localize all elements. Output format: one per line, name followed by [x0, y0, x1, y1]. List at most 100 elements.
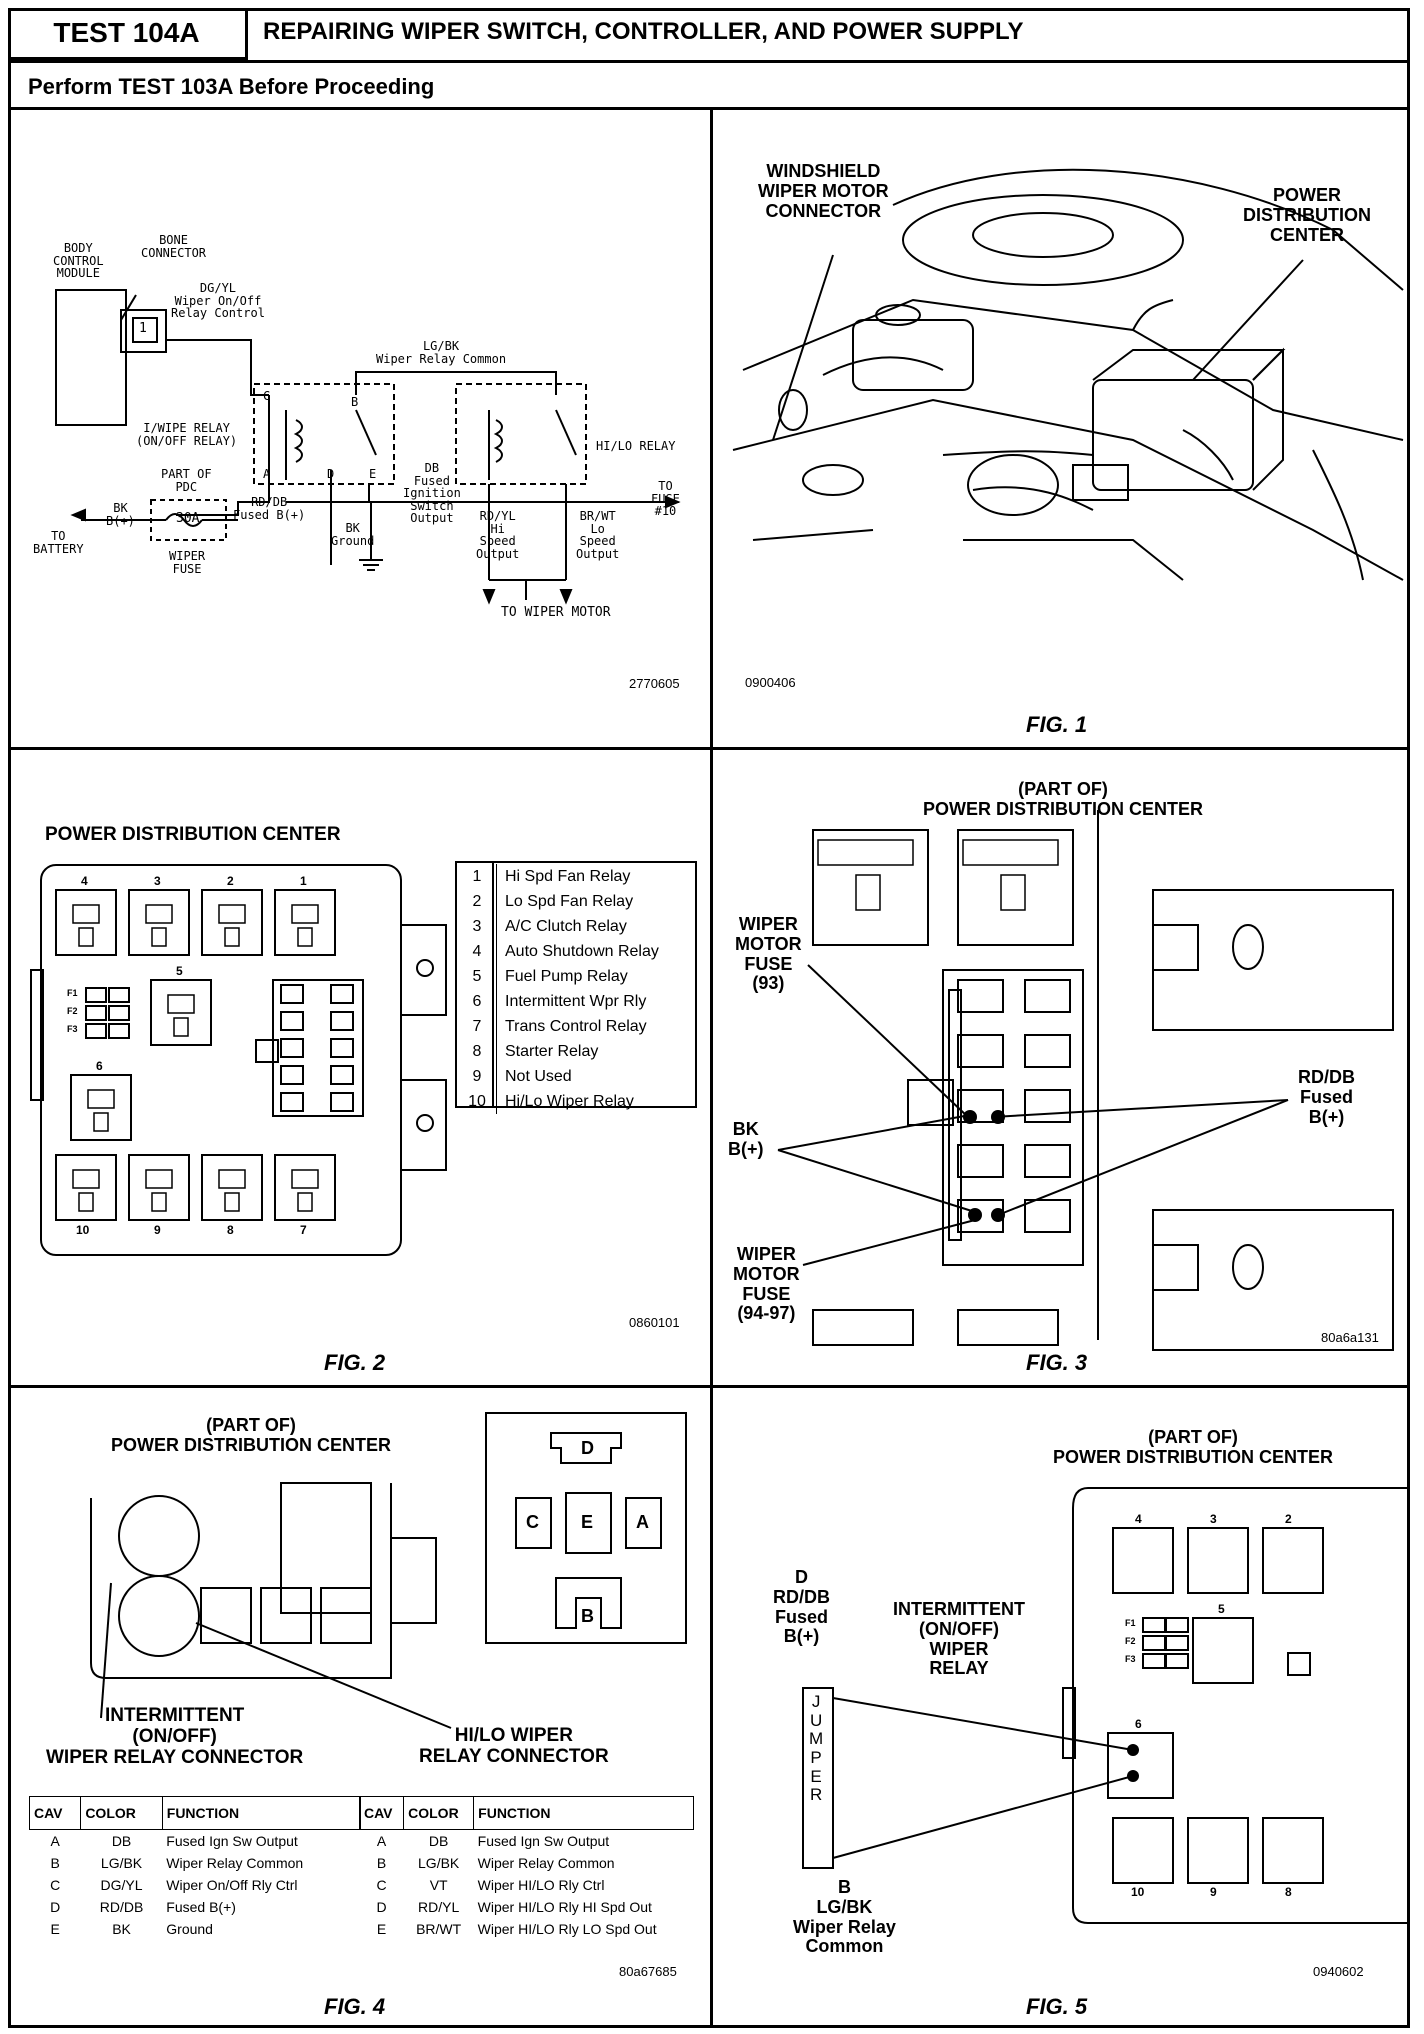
bcm-label: BODY CONTROL MODULE — [53, 241, 104, 281]
intermittent-relay-label: INTERMITTENT (ON/OFF) WIPER RELAY — [893, 1599, 1025, 1679]
fuse-94-97-label: WIPER MOTOR FUSE (94-97) — [733, 1244, 800, 1324]
cell-function: Fused Ign Sw Output — [166, 1833, 298, 1849]
fig5-caption: FIG. 5 — [1026, 1994, 1088, 2019]
bone-connector-label: BONE CONNECTOR — [141, 233, 207, 260]
intermittent-connector-label: INTERMITTENT (ON/OFF) WIPER RELAY CONNEC… — [46, 1705, 304, 1768]
hilo-relay-label: HI/LO RELAY — [596, 439, 676, 453]
relay-num: 8 — [1285, 1885, 1292, 1899]
relay-num: 5 — [1218, 1602, 1225, 1616]
relay-num: 10 — [1131, 1885, 1145, 1899]
jumper-wire: J U M P E R — [809, 1692, 824, 1805]
schematic-lines — [55, 289, 681, 605]
jumper-drawing — [802, 1487, 1410, 1924]
divider — [8, 107, 1410, 110]
fig5-title: (PART OF) POWER DISTRIBUTION CENTER — [1052, 1427, 1333, 1467]
relay-num: 2 — [1285, 1512, 1292, 1526]
relay-num: 3 — [154, 874, 161, 888]
fig1-panel: WINDSHIELD WIPER MOTOR CONNECTOR POWER D… — [713, 110, 1410, 747]
pin-e: E — [581, 1512, 594, 1532]
legend-number: 1 — [458, 864, 497, 889]
divider — [8, 747, 1410, 750]
cell-cav: A — [50, 1833, 60, 1849]
col-function: FUNCTION — [161, 1796, 362, 1830]
pin-b: B — [581, 1606, 594, 1626]
prerequisite-note: Perform TEST 103A Before Proceeding — [28, 74, 435, 99]
cell-function: Wiper Relay Common — [166, 1855, 304, 1871]
cell-function: Wiper HI/LO Rly HI Spd Out — [477, 1899, 652, 1915]
b-terminal-label: B LG/BK Wiper Relay Common — [793, 1877, 896, 1957]
legend-number: 2 — [458, 889, 497, 914]
cell-color: DG/YL — [100, 1877, 143, 1893]
legend-number: 3 — [458, 914, 497, 939]
part-of-pdc-label: PART OF PDC — [161, 467, 212, 494]
cell-cav: E — [376, 1921, 387, 1937]
fig4-caption: FIG. 4 — [324, 1994, 386, 2019]
fuse-label: F2 — [67, 1006, 78, 1016]
relay-num: 6 — [1135, 1717, 1142, 1731]
fig2-caption: FIG. 2 — [324, 1350, 386, 1375]
bk-ground-label: BK Ground — [331, 521, 375, 548]
relay-num: 7 — [300, 1223, 307, 1237]
bk-b-label: BK B(+) — [728, 1119, 764, 1159]
figure-code: 80a6a131 — [1321, 1330, 1379, 1345]
divider — [8, 1385, 1410, 1388]
figure-code: 80a67685 — [619, 1964, 677, 1979]
cell-function: Wiper HI/LO Rly Ctrl — [477, 1877, 605, 1893]
rd-yl-label: RD/YL Hi Speed Output — [476, 509, 520, 561]
legend-number: 6 — [458, 989, 497, 1014]
engine-bay-drawing — [732, 168, 1404, 581]
pin-c: C — [526, 1512, 539, 1532]
legend-label: Hi/Lo Wiper Relay — [505, 1092, 634, 1110]
col-color: COLOR — [403, 1796, 475, 1830]
table-row: 3 A/C Clutch Relay — [458, 914, 694, 939]
fig3-title: (PART OF) POWER DISTRIBUTION CENTER — [922, 779, 1203, 819]
fig2-panel: POWER DISTRIBUTION CENTER — [11, 750, 710, 1385]
pin-d: D — [581, 1438, 594, 1458]
fig4-title: (PART OF) POWER DISTRIBUTION CENTER — [110, 1415, 391, 1455]
cell-function: Wiper HI/LO Rly LO Spd Out — [477, 1921, 657, 1937]
cell-color: VT — [429, 1877, 448, 1893]
br-wt-label: BR/WT Lo Speed Output — [576, 509, 620, 561]
cell-cav: D — [50, 1899, 61, 1915]
relay-num: 8 — [227, 1223, 234, 1237]
to-wiper-motor-label: TO WIPER MOTOR — [501, 605, 611, 620]
fig4-panel: (PART OF) POWER DISTRIBUTION CENTER D C … — [11, 1388, 710, 2028]
fuse-label: F2 — [1125, 1636, 1136, 1646]
relay-num: 4 — [81, 874, 88, 888]
pin-e: E — [369, 467, 377, 481]
rd-db-label: RD/DB Fused B(+) — [1298, 1067, 1355, 1127]
cell-cav: B — [50, 1855, 60, 1871]
cell-cav: C — [50, 1877, 61, 1893]
legend-label: Not Used — [505, 1067, 572, 1085]
fuse-block-drawing — [777, 810, 1394, 1351]
relay-num: 9 — [1210, 1885, 1217, 1899]
pin-c: C — [263, 389, 271, 403]
relay-num: 2 — [227, 874, 234, 888]
legend-label: A/C Clutch Relay — [505, 917, 627, 935]
pin-a: A — [263, 467, 271, 481]
cell-color: BK — [112, 1921, 131, 1937]
fuse-label: F3 — [67, 1024, 78, 1034]
cell-function: Wiper On/Off Rly Ctrl — [166, 1877, 298, 1893]
legend-number: 5 — [458, 964, 497, 989]
page-frame — [8, 8, 1410, 2028]
legend-number: 7 — [458, 1014, 497, 1039]
fuse-label: F3 — [1125, 1654, 1136, 1664]
to-fuse-label: TO FUSE #10 — [651, 479, 680, 519]
relay-num: 4 — [1135, 1512, 1142, 1526]
hilo-connector-label: HI/LO WIPER RELAY CONNECTOR — [419, 1725, 609, 1767]
legend-label: Auto Shutdown Relay — [505, 942, 659, 960]
table-row: C DG/YL Wiper On/Off Rly Ctrl — [30, 1874, 361, 1896]
cell-cav: D — [376, 1899, 387, 1915]
test-id: TEST 104A — [8, 8, 248, 60]
